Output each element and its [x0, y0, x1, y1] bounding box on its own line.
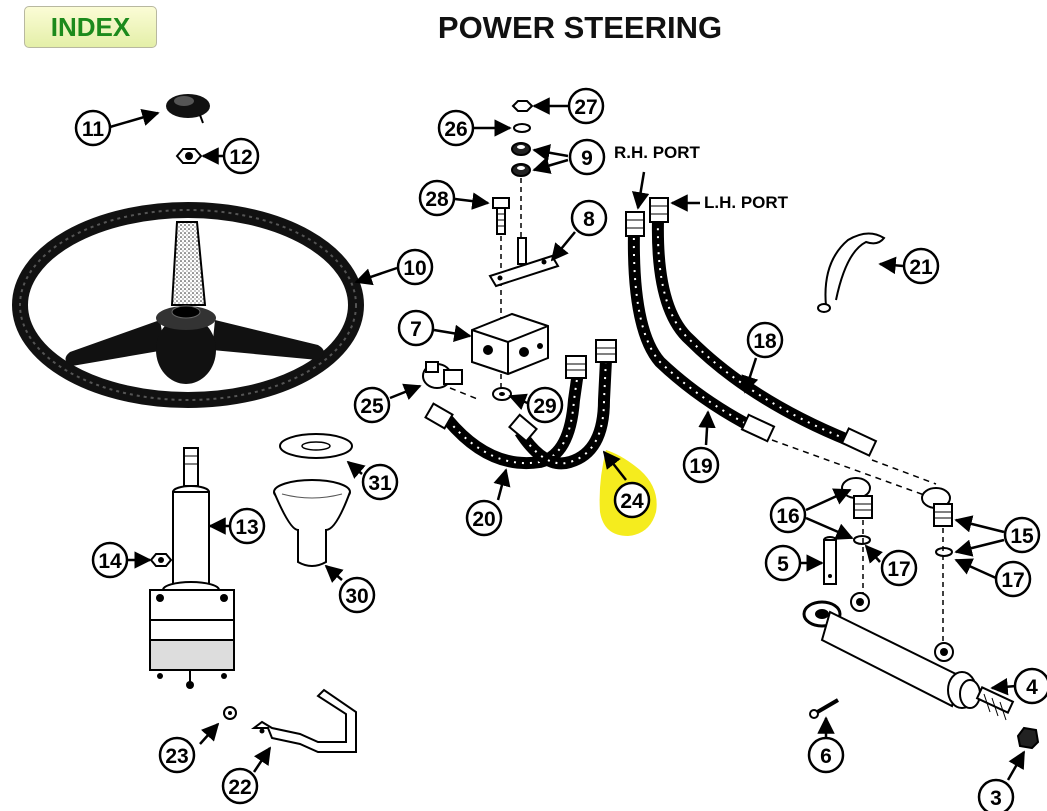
callout-17-left: 17: [887, 558, 910, 581]
hose-24-part: [508, 339, 617, 470]
hose-18-part: [649, 197, 937, 485]
callout-17-right: 17: [1001, 569, 1024, 592]
callout-20: 20: [472, 508, 495, 531]
cotter-pin-part: [809, 698, 840, 719]
nut-29-part: [492, 387, 512, 401]
nut-14-part: [149, 553, 173, 567]
index-button[interactable]: INDEX: [24, 6, 157, 48]
mounting-plate-part: [488, 237, 560, 288]
callout-27: 27: [574, 96, 597, 119]
callout-3: 3: [990, 787, 1002, 810]
callout-12: 12: [229, 146, 252, 169]
rh-port-label: R.H. PORT: [614, 143, 701, 162]
fastener-stack-part: [511, 100, 534, 255]
callout-15: 15: [1010, 525, 1034, 548]
callout-25: 25: [360, 395, 384, 418]
callout-9: 9: [581, 147, 593, 170]
column-shroud-part: [273, 479, 351, 567]
callout-29: 29: [533, 395, 556, 418]
callout-18: 18: [753, 330, 777, 353]
callout-5: 5: [777, 553, 789, 576]
pin-part: [823, 536, 837, 585]
callout-8: 8: [583, 208, 595, 231]
callout-14: 14: [98, 550, 122, 573]
elbow-fitting-16-part: [841, 477, 873, 600]
cap-plate-part: [279, 433, 353, 459]
screw-23-part: [223, 706, 237, 720]
page-title: POWER STEERING: [437, 10, 723, 45]
callout-21: 21: [909, 256, 933, 279]
hose-clamp-part: [817, 232, 886, 313]
bracket-part: [251, 688, 357, 753]
callout-6: 6: [820, 745, 832, 768]
nut-12-part: [175, 148, 203, 164]
elbow-fitting-15-part: [921, 487, 953, 648]
callout-24: 24: [620, 490, 644, 513]
horn-button-part: [166, 94, 210, 124]
callout-31: 31: [368, 472, 392, 495]
callout-28: 28: [425, 188, 449, 211]
callout-7: 7: [410, 318, 422, 341]
callout-13: 13: [235, 516, 258, 539]
callout-19: 19: [689, 455, 712, 478]
o-rings-part: [853, 535, 953, 557]
bolt-28-part: [492, 197, 510, 318]
hose-19-part: [625, 211, 939, 501]
leader-lines: [109, 97, 1026, 781]
steering-column-part: [149, 447, 235, 689]
lh-port-label: L.H. PORT: [704, 193, 789, 212]
callout-22: 22: [228, 776, 251, 799]
elbow-fitting-25-part: [422, 361, 481, 401]
callout-23: 23: [165, 745, 188, 768]
callout-30: 30: [345, 585, 368, 608]
nut-3-part: [1016, 726, 1040, 750]
steering-wheel-part: [12, 202, 364, 408]
valve-block-part: [471, 312, 549, 388]
steering-cylinder-part: [802, 592, 1015, 721]
callout-10: 10: [403, 257, 426, 280]
callout-4: 4: [1026, 676, 1038, 699]
callout-16: 16: [776, 505, 799, 528]
callout-26: 26: [444, 118, 467, 141]
callout-11: 11: [82, 118, 105, 141]
